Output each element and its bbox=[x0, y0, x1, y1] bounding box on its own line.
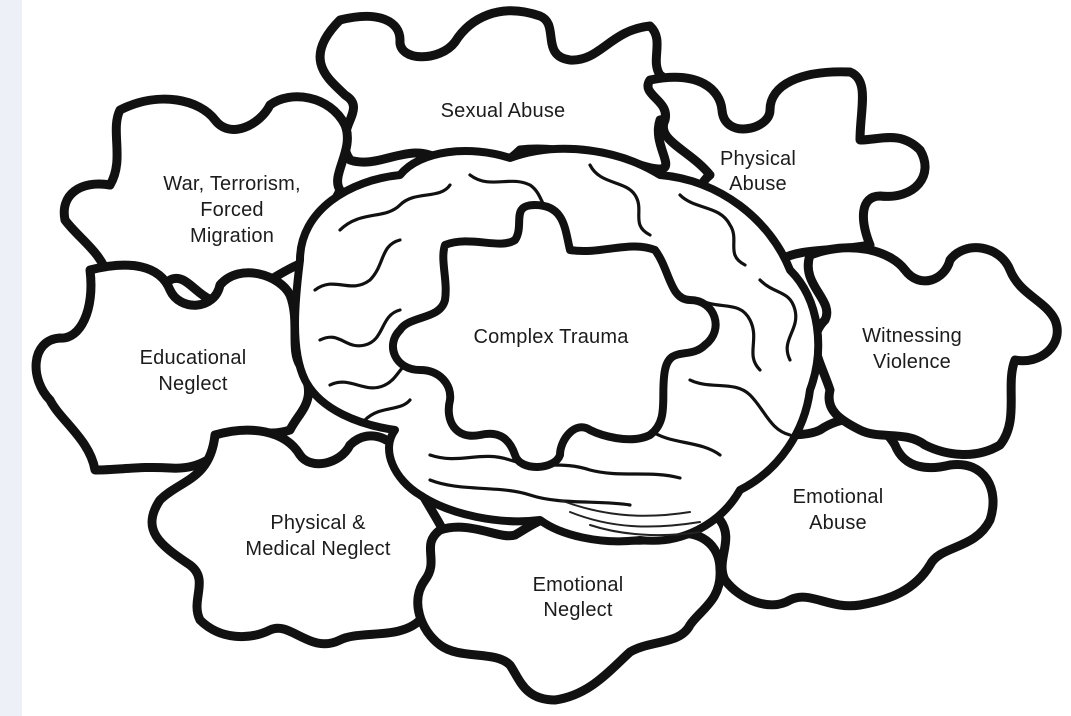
label-sexual-abuse: Sexual Abuse bbox=[441, 100, 566, 122]
puzzle-diagram: Sexual Abuse Physical Abuse War, Terrori… bbox=[22, 0, 1071, 716]
label-complex-trauma-line-1: Complex Trauma bbox=[473, 326, 629, 348]
label-physical-medical-line-1: Physical & bbox=[270, 512, 366, 534]
puzzle-piece-sexual-abuse bbox=[320, 11, 686, 171]
label-physical-abuse-line-1: Physical bbox=[720, 148, 796, 170]
label-witnessing-line-2: Violence bbox=[873, 351, 951, 373]
diagram-canvas: Sexual Abuse Physical Abuse War, Terrori… bbox=[22, 0, 1071, 716]
label-complex-trauma: Complex Trauma bbox=[473, 326, 629, 348]
label-physical-medical-line-2: Medical Neglect bbox=[245, 538, 391, 560]
label-emotional-abuse-line-1: Emotional bbox=[793, 486, 884, 508]
label-emotional-neglect-line-1: Emotional bbox=[533, 574, 624, 596]
label-educational-line-1: Educational bbox=[140, 347, 247, 369]
label-emotional-abuse-line-2: Abuse bbox=[809, 512, 867, 534]
label-physical-abuse-line-2: Abuse bbox=[729, 173, 787, 195]
label-witnessing-line-1: Witnessing bbox=[862, 325, 962, 347]
label-war-line-1: War, Terrorism, bbox=[163, 173, 300, 195]
label-sexual-abuse-line-1: Sexual Abuse bbox=[441, 100, 566, 122]
label-emotional-neglect-line-2: Neglect bbox=[543, 599, 612, 621]
label-educational-line-2: Neglect bbox=[158, 373, 227, 395]
label-war-line-2: Forced bbox=[200, 199, 263, 221]
label-war-line-3: Migration bbox=[190, 225, 274, 247]
